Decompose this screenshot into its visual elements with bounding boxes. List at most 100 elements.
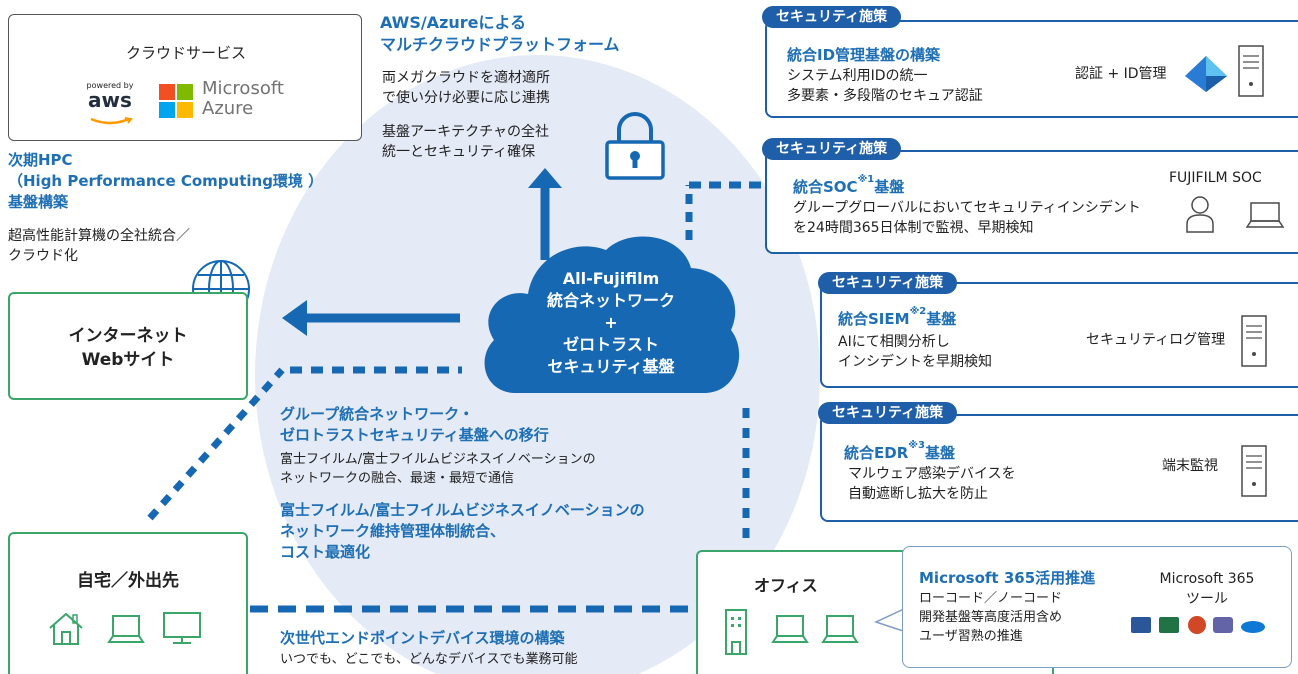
- soc-laptop-icon: [1245, 202, 1285, 228]
- security-panel-siem-sup: ※2: [909, 306, 927, 317]
- home-box: 自宅／外出先: [8, 532, 248, 674]
- security-tag-1: セキュリティ施策: [762, 6, 902, 28]
- m365-tool-line1: Microsoft 365: [1159, 571, 1255, 587]
- hpc-desc: 超高性能計算機の全社統合／ クラウド化: [8, 226, 190, 266]
- building-icon: [725, 609, 747, 655]
- azure-text: Azure: [202, 98, 254, 119]
- security-panel-siem-desc1: AIにて相関分析し: [838, 334, 950, 350]
- monitor-icon: [163, 612, 201, 644]
- server-icon-3: [1241, 445, 1267, 497]
- security-tag-2: セキュリティ施策: [762, 138, 902, 160]
- internet-label: インターネット Webサイト: [10, 324, 246, 372]
- security-tag-3: セキュリティ施策: [818, 272, 958, 294]
- server-icon-2: [1241, 315, 1267, 367]
- m365-title: Microsoft 365活用推進: [919, 569, 1096, 587]
- security-panel-id-desc1: システム利用IDの統一: [787, 68, 928, 84]
- aws-smile-icon: [90, 117, 133, 125]
- m365-desc-line1: ローコード／ノーコード: [919, 591, 1063, 606]
- multicloud-title-line1: AWS/Azureによる: [380, 13, 527, 32]
- security-panel-soc-title-text: 統合SOC: [793, 178, 858, 196]
- security-panel-id-desc2: 多要素・多段階のセキュア認証: [787, 88, 983, 104]
- multicloud-desc1: 両メガクラウドを適材適所 で使い分け必要に応じ連携: [382, 68, 550, 108]
- migration-desc-line2: ネットワークの融合、最速・最短で通信: [280, 471, 515, 486]
- m365-desc-line2: 開発基盤等高度活用含め: [919, 610, 1063, 625]
- azure-ad-icon: [1185, 56, 1227, 92]
- m365-desc: ローコード／ノーコード 開発基盤等高度活用含め ユーザ習熟の推進: [919, 589, 1062, 646]
- security-panel-siem: 統合SIEM※2基盤 AIにて相関分析し インシデントを早期検知 セキュリティロ…: [820, 282, 1298, 388]
- server-icon-1: [1238, 45, 1264, 97]
- hpc-title-line3: 基盤構築: [8, 193, 69, 211]
- security-panel-siem-desc: AIにて相関分析し インシデントを早期検知: [838, 332, 992, 372]
- internet-line2: Webサイト: [81, 350, 175, 370]
- security-panel-edr-sup: ※3: [908, 440, 925, 451]
- microsoft-azure-text: Microsoft Azure: [202, 79, 284, 119]
- multicloud-desc2-line1: 基盤アーキテクチャの全社: [382, 124, 550, 140]
- migration-desc: 富士フイルム/富士フイルムビジネスイノベーションの ネットワークの融合、最速・最…: [280, 450, 596, 488]
- security-panel-edr-title-tail: 基盤: [924, 444, 955, 462]
- word-icon: [1131, 617, 1151, 633]
- security-panel-id-title: 統合ID管理基盤の構築: [787, 44, 940, 65]
- security-panel-soc-desc2: を24時間365日体制で監視、早期検知: [793, 220, 1034, 236]
- central-cloud-label: All-Fujifilm 統合ネットワーク + ゼロトラスト セキュリティ基盤: [506, 268, 716, 378]
- security-panel-soc-title-tail: 基盤: [874, 178, 905, 196]
- office-laptop-icon-2: [821, 615, 859, 643]
- m365-app-icons: [1131, 616, 1265, 634]
- dash-line-home: [147, 367, 285, 521]
- internet-box: インターネット Webサイト: [8, 292, 248, 400]
- microsoft-text: Microsoft: [202, 78, 284, 99]
- arrow-left-head: [282, 300, 307, 336]
- aws-logo-text: aws: [88, 88, 132, 112]
- m365-tool-line2: ツール: [1186, 591, 1228, 607]
- cloud-line5: セキュリティ基盤: [547, 357, 675, 376]
- office-title: オフィス: [754, 576, 818, 595]
- migration-title: グループ統合ネットワーク・ ゼロトラストセキュリティ基盤への移行: [280, 404, 549, 446]
- excel-icon: [1159, 617, 1179, 633]
- multicloud-desc2: 基盤アーキテクチャの全社 統一とセキュリティ確保: [382, 122, 549, 162]
- multicloud-title-line2: マルチクラウドプラットフォーム: [380, 35, 620, 54]
- security-panel-siem-title: 統合SIEM※2基盤: [838, 306, 957, 329]
- endpoint-desc: いつでも、どこでも、どんなデバイスでも業務可能: [280, 652, 578, 667]
- cloud-line1: All-Fujifilm: [562, 269, 660, 288]
- security-panel-edr: 統合EDR※3基盤 マルウェア感染デバイスを 自動遮断し拡大を防止 端末監視: [820, 414, 1298, 522]
- cloud-services-title: クラウドサービス: [125, 44, 246, 62]
- security-panel-soc-desc: グループグローバルにおいてセキュリティインシデント を24時間365日体制で監視…: [793, 198, 1141, 238]
- hpc-title-line2: （High Performance Computing環境 ）: [8, 172, 324, 190]
- home-title: 自宅／外出先: [77, 571, 179, 591]
- multicloud-title: AWS/Azureによる マルチクラウドプラットフォーム: [380, 12, 620, 56]
- security-panel-siem-title-text: 統合SIEM: [838, 310, 910, 328]
- hpc-desc-line1: 超高性能計算機の全社統合／: [8, 228, 190, 244]
- hpc-title: 次期HPC （High Performance Computing環境 ） 基盤…: [8, 150, 323, 213]
- migration-title2-line2: ネットワーク維持管理体制統合、: [280, 522, 506, 540]
- m365-tool-label: Microsoft 365 ツール: [1147, 569, 1267, 609]
- laptop-icon: [107, 615, 145, 643]
- multicloud-desc1-line2: で使い分け必要に応じ連携: [382, 90, 550, 106]
- arrow-up-head: [528, 168, 562, 188]
- m365-box: Microsoft 365活用推進 ローコード／ノーコード 開発基盤等高度活用含…: [902, 546, 1292, 668]
- security-tag-4: セキュリティ施策: [818, 402, 958, 424]
- security-panel-edr-desc2: 自動遮断し拡大を防止: [848, 486, 988, 502]
- security-panel-id: 統合ID管理基盤の構築 システム利用IDの統一 多要素・多段階のセキュア認証 認…: [765, 20, 1298, 118]
- office-laptop-icon-1: [771, 615, 809, 643]
- teams-icon: [1213, 617, 1233, 633]
- aws-logo-small: powered by: [86, 81, 134, 90]
- security-panel-soc-title: 統合SOC※1基盤: [793, 174, 905, 197]
- security-panel-id-title-text: 統合ID管理基盤の構築: [787, 46, 941, 64]
- security-panel-siem-title-tail: 基盤: [926, 310, 957, 328]
- multicloud-desc2-line2: 統一とセキュリティ確保: [382, 144, 536, 160]
- security-panel-edr-desc1: マルウェア感染デバイスを: [848, 466, 1016, 482]
- hpc-desc-line2: クラウド化: [8, 248, 78, 264]
- cloud-services-box: クラウドサービス powered by aws Microsoft Azure: [8, 14, 362, 141]
- cloud-line2: 統合ネットワーク: [546, 291, 675, 310]
- lock-icon: [605, 112, 665, 180]
- migration-title2: 富士フイルム/富士フイルムビジネスイノベーションの ネットワーク維持管理体制統合…: [280, 500, 645, 563]
- security-panel-soc-label: FUJIFILM SOC: [1169, 170, 1262, 186]
- security-panel-id-desc: システム利用IDの統一 多要素・多段階のセキュア認証: [787, 66, 983, 106]
- internet-line1: インターネット: [68, 326, 188, 346]
- microsoft-logo-icon: [159, 84, 193, 118]
- person-icon: [1186, 196, 1214, 233]
- security-panel-edr-title-text: 統合EDR: [844, 444, 909, 462]
- powerpoint-icon: [1188, 616, 1206, 634]
- aws-logo: powered by aws: [79, 81, 141, 125]
- migration-title-line1: グループ統合ネットワーク・: [280, 405, 474, 423]
